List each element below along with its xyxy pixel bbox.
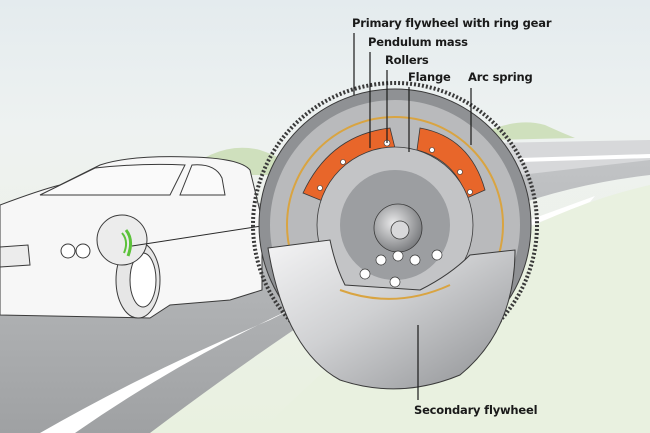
flywheel-assembly [251,81,539,390]
pendulum-mass-right [416,127,486,199]
secondary-flywheel [267,239,516,390]
car-side-window [179,164,226,196]
flywheel-highlight-in-car-2 [121,232,128,254]
bolt-hole [359,268,371,280]
label-pendulum-mass: Pendulum mass [368,35,468,49]
pointer-car-to-flywheel [131,224,269,247]
flywheel-highlight-in-car [124,229,133,257]
car-grille [0,244,31,268]
roller [457,169,463,175]
roller [467,189,473,195]
car-illustration [0,156,263,319]
label-rollers: Rollers [385,53,429,67]
car-engine-cutaway [96,214,148,266]
road-marking-far-2 [520,154,650,162]
label-arc-spring: Arc spring [468,70,533,84]
bolt-hole [389,276,401,288]
bolt-hole [392,250,404,262]
hill-right [490,122,575,140]
roller [317,185,323,191]
label-secondary-flywheel: Secondary flywheel [414,403,538,417]
bolt-hole [431,249,443,261]
car-headlight-2 [75,243,91,259]
hub-bore [390,220,410,240]
road-marking-edge [40,296,318,433]
roller [429,147,435,153]
ring-gear [251,81,539,369]
bolt-hole [375,254,387,266]
roller [340,159,346,165]
label-primary-flywheel: Primary flywheel with ring gear [352,16,552,30]
arc-spring-visible [339,284,451,300]
label-flange: Flange [408,70,451,84]
car-headlight-1 [60,243,76,259]
car-windshield [39,163,186,196]
bolt-hole [409,254,421,266]
